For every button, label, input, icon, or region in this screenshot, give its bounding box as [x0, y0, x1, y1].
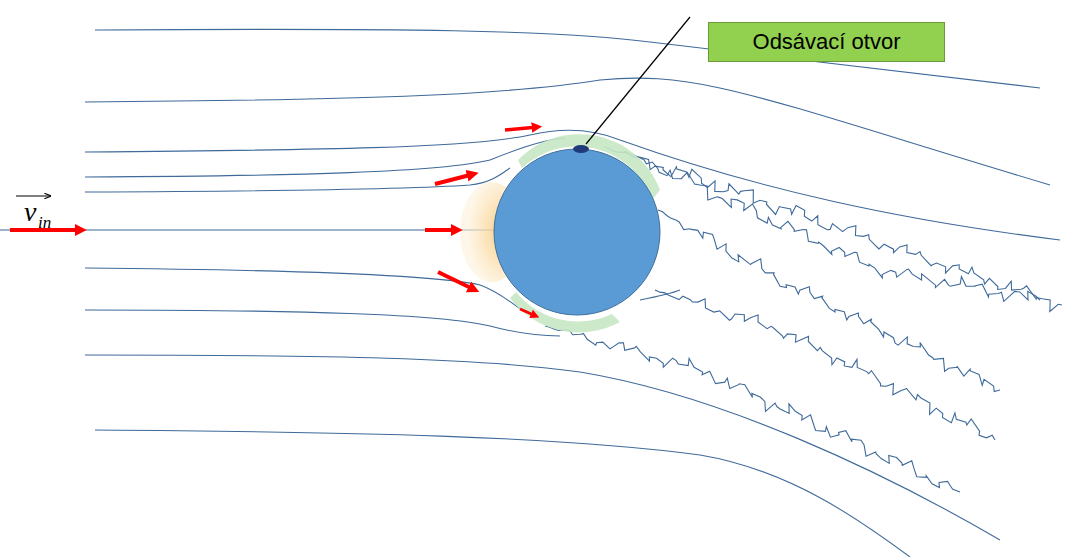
velocity-symbol: v [24, 198, 36, 226]
callout-box: Odsávací otvor [708, 22, 945, 62]
velocity-arrow [520, 309, 536, 316]
velocity-arrow [438, 272, 475, 290]
streamline [85, 138, 565, 177]
streamline [640, 290, 680, 300]
velocity-arrow [505, 127, 538, 130]
streamline [95, 430, 910, 557]
wake-line [658, 210, 1000, 392]
streamline [85, 168, 510, 192]
velocity-arrow [425, 228, 458, 232]
cylinder [494, 149, 660, 315]
wake-line [655, 290, 995, 440]
streamline [85, 310, 560, 336]
streamlines [0, 29, 1060, 557]
wake-line [604, 147, 1062, 311]
streamline [85, 355, 1000, 540]
velocity-subscript: in [38, 214, 51, 231]
callout-label: Odsávací otvor [753, 29, 901, 55]
leader-line [586, 17, 690, 144]
streamline [0, 229, 494, 230]
wake-line [625, 152, 1040, 301]
suction-hole [573, 145, 589, 153]
wake-line [545, 326, 960, 492]
streamline [85, 268, 525, 312]
vector-arrow [16, 195, 50, 196]
velocity-arrow [435, 174, 474, 184]
velocity-arrows [10, 127, 538, 316]
